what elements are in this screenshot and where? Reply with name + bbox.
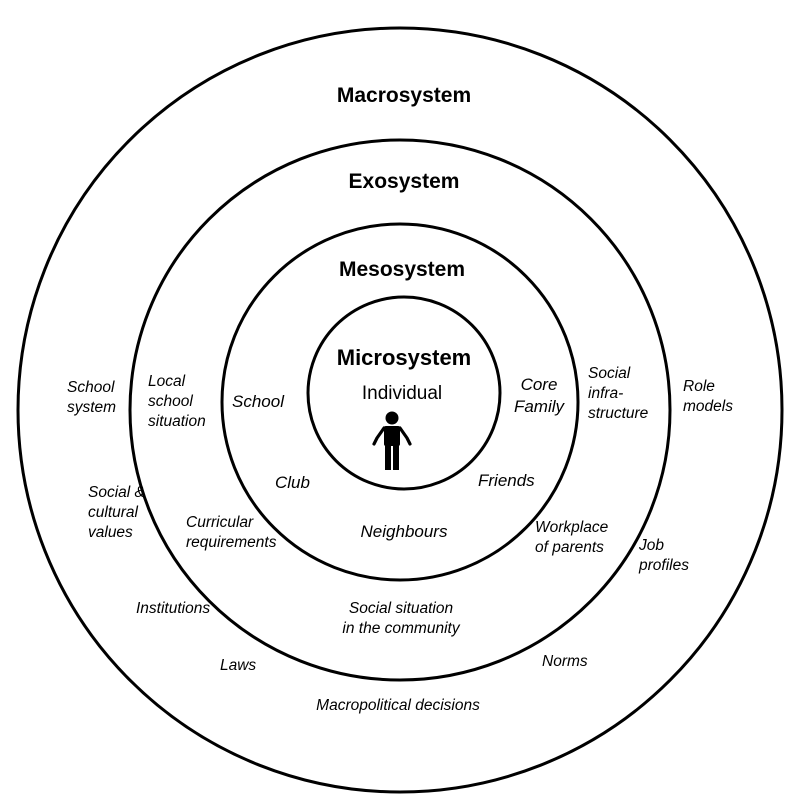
macro-item-social-cultural-values: Social & cultural values	[88, 484, 145, 542]
mesosystem-title: Mesosystem	[338, 258, 466, 281]
exosystem-ring	[128, 138, 672, 682]
microsystem-title: Microsystem	[336, 345, 472, 370]
meso-item-friends: Friends	[478, 471, 535, 490]
mesosystem-ring	[220, 222, 580, 582]
macro-item-school-system: School system	[67, 379, 117, 417]
exo-item-social-situation-community: Social situation in the community	[342, 600, 460, 638]
macro-item-job-profiles: Job profiles	[639, 537, 689, 575]
macro-item-macropolitical-decisions: Macropolitical decisions	[316, 697, 480, 714]
macro-item-norms: Norms	[542, 653, 588, 670]
meso-item-core-family: Core Family	[513, 375, 565, 417]
macro-item-institutions: Institutions	[136, 600, 211, 617]
meso-item-school: School	[232, 392, 284, 411]
individual-label: Individual	[361, 383, 443, 404]
macrosystem-ring	[16, 26, 784, 794]
macrosystem-title: Macrosystem	[336, 84, 472, 107]
exo-item-curricular-requirements: Curricular requirements	[186, 514, 277, 552]
exo-item-workplace-of-parents: Workplace of parents	[535, 519, 609, 557]
macro-item-role-models: Role models	[683, 378, 733, 416]
exo-item-local-school-situation: Local school situation	[148, 373, 206, 431]
exosystem-title: Exosystem	[348, 170, 460, 193]
meso-item-neighbours: Neighbours	[360, 522, 448, 541]
person-standing-icon	[372, 411, 412, 470]
microsystem-ring	[306, 295, 502, 491]
meso-item-club: Club	[275, 473, 310, 492]
macro-item-laws: Laws	[220, 657, 257, 674]
exo-item-social-infrastructure: Social infra- structure	[588, 365, 649, 423]
